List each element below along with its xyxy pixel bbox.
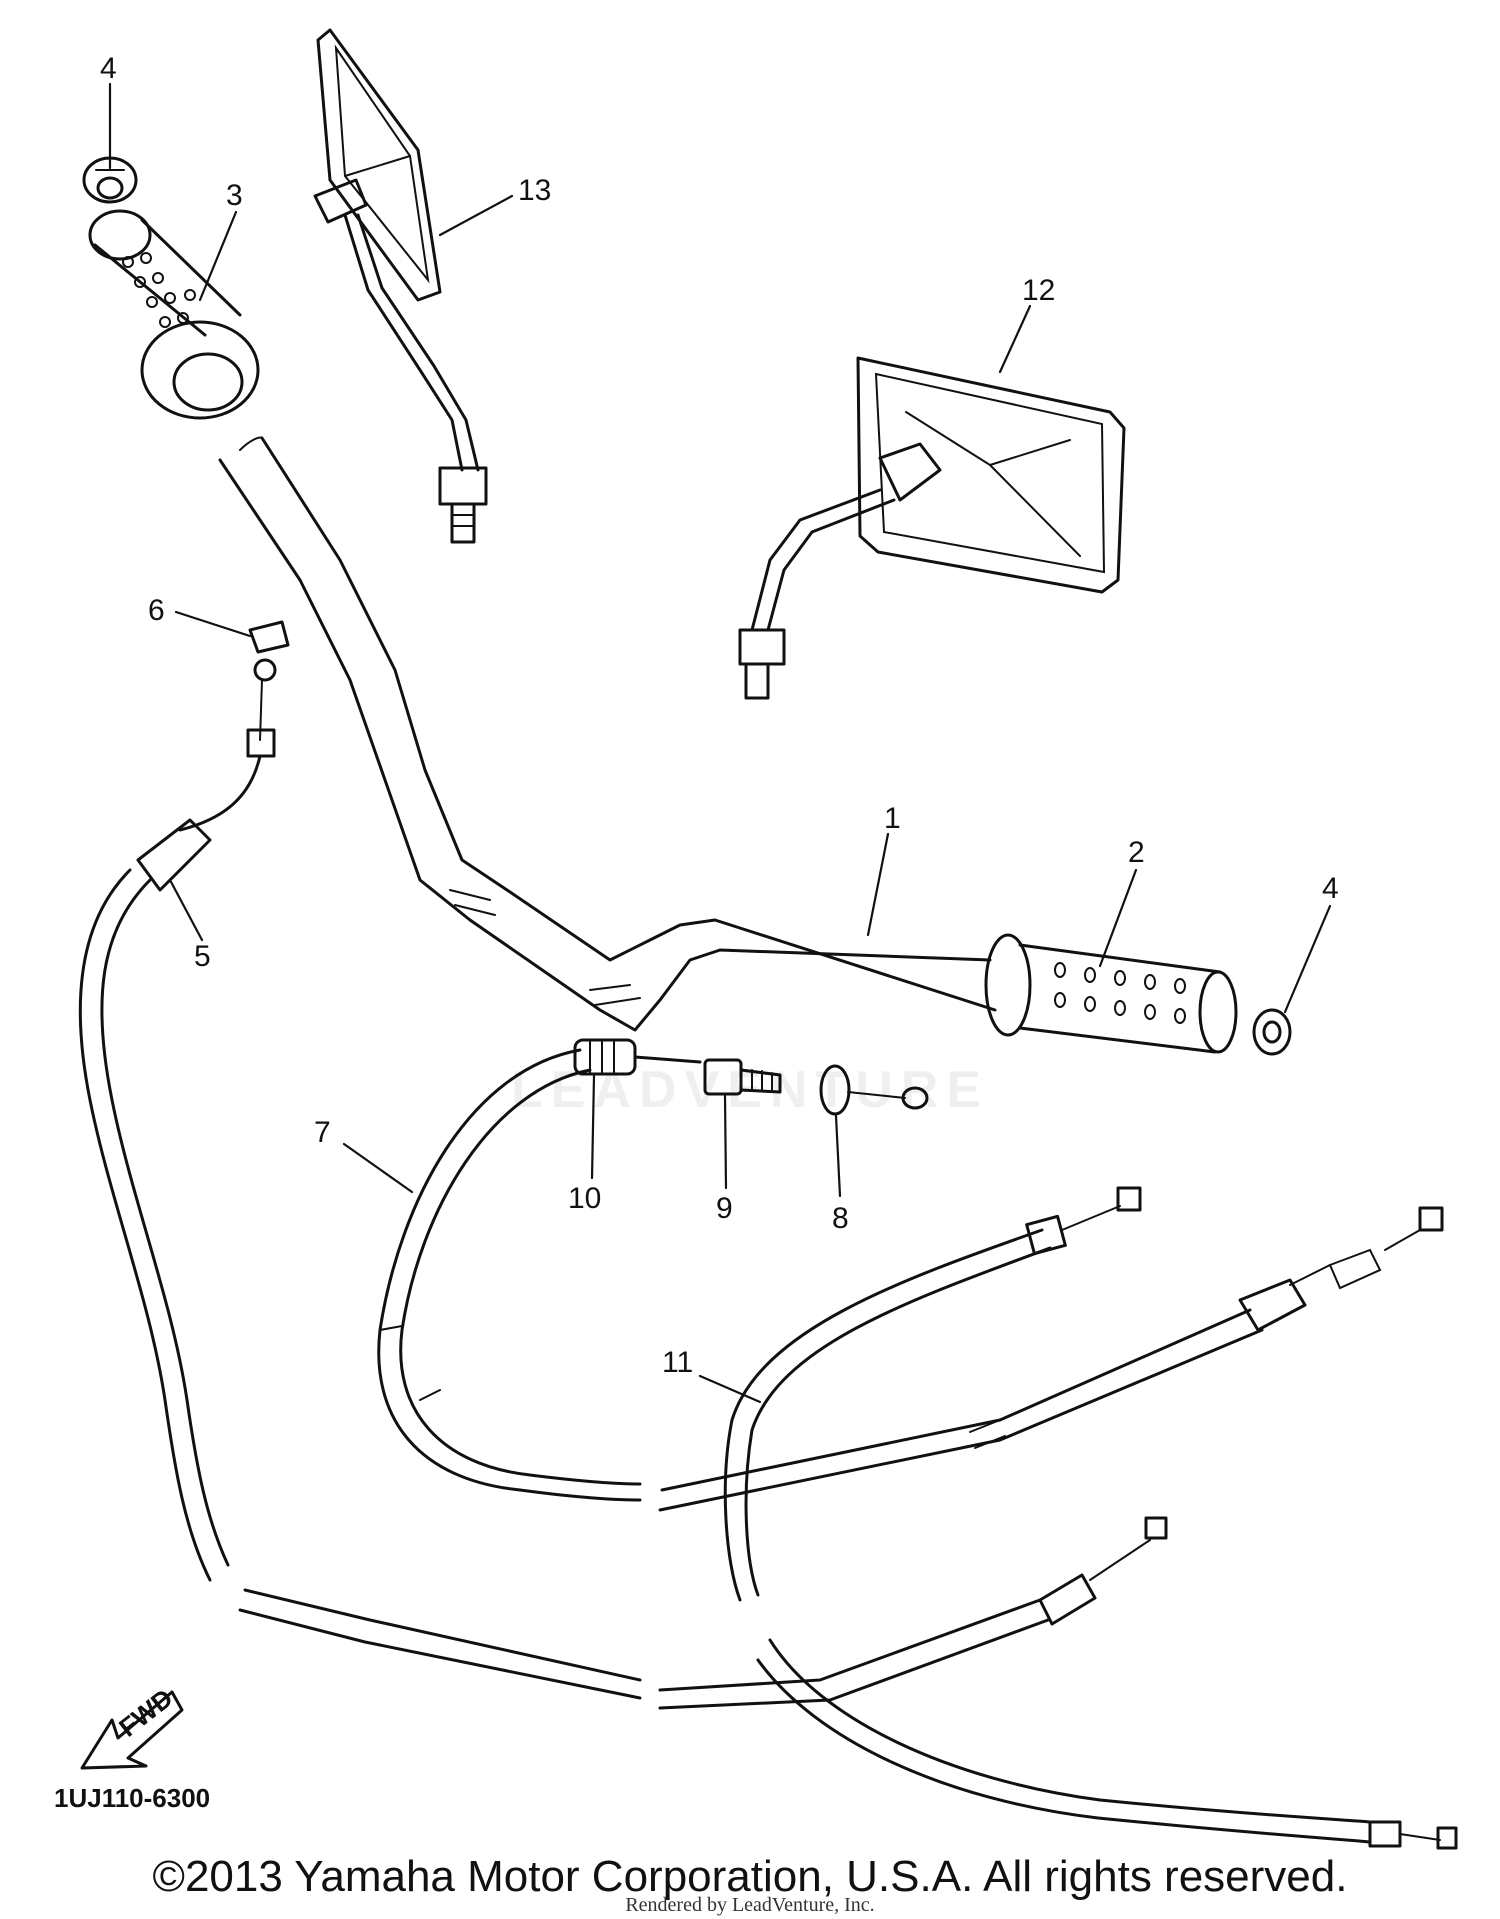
callout-12: 12 [1022,274,1055,307]
nut-8[interactable] [819,1064,929,1116]
watermark: LEADVENTURE [510,1061,990,1119]
callout-5: 5 [194,940,211,973]
callout-3: 3 [226,179,243,212]
cable-11[interactable] [658,1186,1444,1602]
callout-13: 13 [518,174,551,207]
cable-7[interactable] [377,1048,642,1502]
fwd-arrow-icon: FWD [80,1683,184,1770]
copyright-notice: ©2013 Yamaha Motor Corporation, U.S.A. A… [152,1852,1348,1901]
callout-6: 6 [148,594,165,627]
part-code: 1UJ110-6300 [54,1783,210,1813]
handlebar-1[interactable] [218,436,997,1032]
callout-2: 2 [1128,836,1145,869]
callout-4-right: 4 [1322,872,1339,905]
grip-2[interactable] [984,933,1238,1054]
grip-3[interactable] [82,156,260,420]
callout-9: 9 [716,1192,733,1225]
callout-7: 7 [314,1116,331,1149]
adjuster-9[interactable] [703,1058,782,1096]
cable-5[interactable] [78,679,276,1582]
callout-1: 1 [884,802,901,835]
callout-8: 8 [832,1202,849,1235]
callout-labels: 4 3 13 12 6 1 2 4 5 7 10 9 8 11 [100,52,1339,1404]
adjuster-10[interactable] [573,1038,702,1076]
callout-10: 10 [568,1182,601,1215]
mirror-13[interactable] [313,28,488,544]
end-cap-4-right[interactable] [1252,1008,1292,1056]
clip-6[interactable] [248,620,290,682]
mirror-12[interactable] [738,356,1126,700]
cable-lower[interactable] [238,1516,1458,1850]
rendered-by-note: Rendered by LeadVenture, Inc. [625,1894,875,1916]
callout-4-top: 4 [100,52,117,85]
callout-11: 11 [662,1346,693,1379]
